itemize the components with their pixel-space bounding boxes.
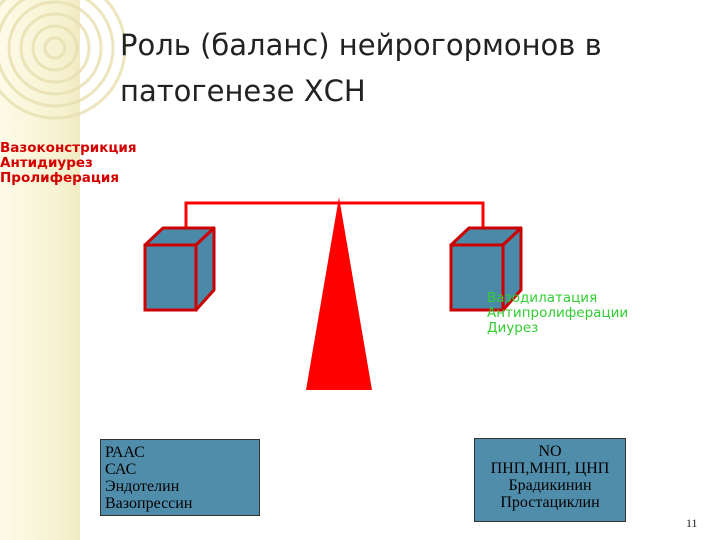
slide-title: Роль (баланс) нейрогормонов в патогенезе… [120,28,602,108]
left-effect-item: Антидиурез [0,155,93,171]
right-weight-cube [449,226,523,312]
right-effect-item: Вазодилатация [487,290,598,306]
vasodilator-systems-box: NO ПНП,МНП, ЦНП Брадикинин Простациклин [474,438,626,522]
fulcrum-triangle [306,197,372,390]
left-effect-item: Пролиферация [0,170,120,186]
box-item: Брадикинин [508,477,592,494]
box-item: Простациклин [500,494,600,511]
right-effects-list: Вазодилатация Антипролиферации Диурез [487,291,687,336]
box-item: Вазопрессин [105,495,193,512]
box-item: Эндотелин [105,478,180,495]
box-item: САС [105,461,137,478]
left-effect-item: Вазоконстрикция [0,140,137,156]
page-number: 11 [686,516,698,530]
left-effects-list: Вазоконстрикция Антидиурез Пролиферация [0,141,200,186]
box-item: РААС [105,444,145,461]
concentric-rings-decoration [0,0,127,120]
right-effect-item: Диурез [487,320,539,336]
balance-beam [184,201,485,230]
left-weight-cube [143,226,216,312]
right-effect-item: Антипролиферации [487,305,629,321]
box-item: ПНП,МНП, ЦНП [490,460,610,477]
vasoconstrictor-systems-box: РААС САС Эндотелин Вазопрессин [100,439,260,516]
box-item: NO [538,443,562,460]
